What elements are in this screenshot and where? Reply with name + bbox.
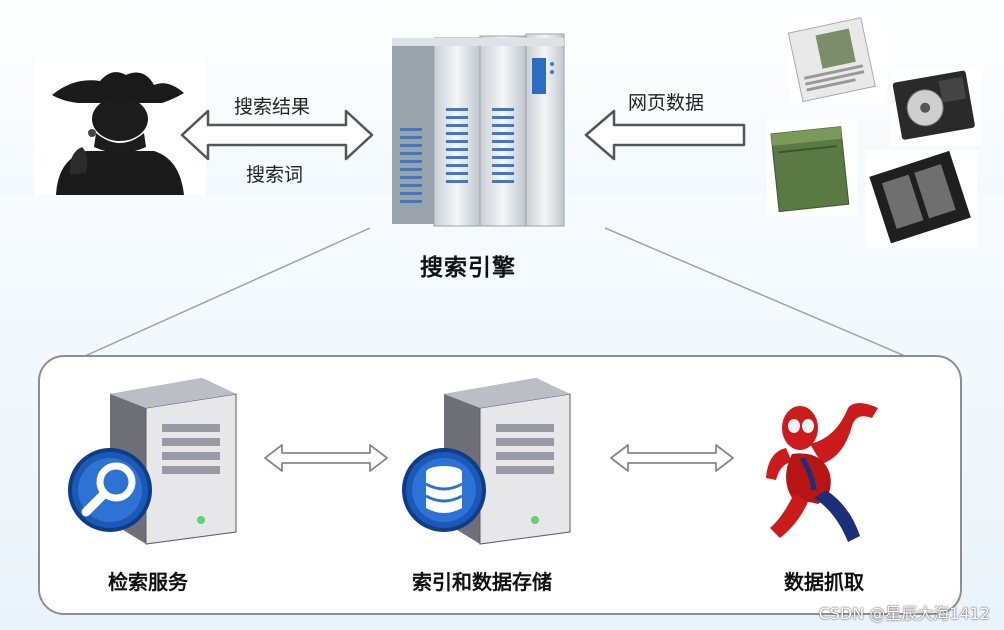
search-engine-server bbox=[390, 28, 568, 233]
index-storage-label: 索引和数据存储 bbox=[412, 570, 552, 594]
crawler-figure bbox=[752, 378, 892, 548]
web-data-sources bbox=[765, 10, 990, 250]
search-results-label: 搜索结果 bbox=[234, 96, 311, 118]
csdn-watermark: CSDN @星辰大海1412 bbox=[818, 604, 990, 623]
data-crawling-label: 数据抓取 bbox=[784, 570, 864, 594]
documents-media-icon bbox=[767, 12, 981, 248]
retrieval-service-server bbox=[66, 372, 246, 547]
index-crawler-double-arrow bbox=[610, 444, 734, 472]
pirate-user-icon bbox=[52, 72, 184, 195]
database-server-icon bbox=[402, 378, 571, 545]
user-engine-double-arrow bbox=[180, 109, 374, 161]
webpage-data-label: 网页数据 bbox=[628, 92, 705, 114]
search-server-icon bbox=[68, 378, 237, 545]
spider-crawler-icon bbox=[766, 403, 878, 542]
search-engine-label: 搜索引擎 bbox=[420, 255, 516, 281]
user-card bbox=[34, 55, 206, 195]
search-terms-label: 搜索词 bbox=[246, 164, 304, 186]
index-storage-server bbox=[400, 372, 580, 547]
server-rack-icon bbox=[392, 33, 565, 227]
retrieval-service-label: 检索服务 bbox=[108, 570, 188, 594]
webpage-data-arrow bbox=[584, 109, 746, 161]
retrieval-index-double-arrow bbox=[264, 444, 388, 472]
